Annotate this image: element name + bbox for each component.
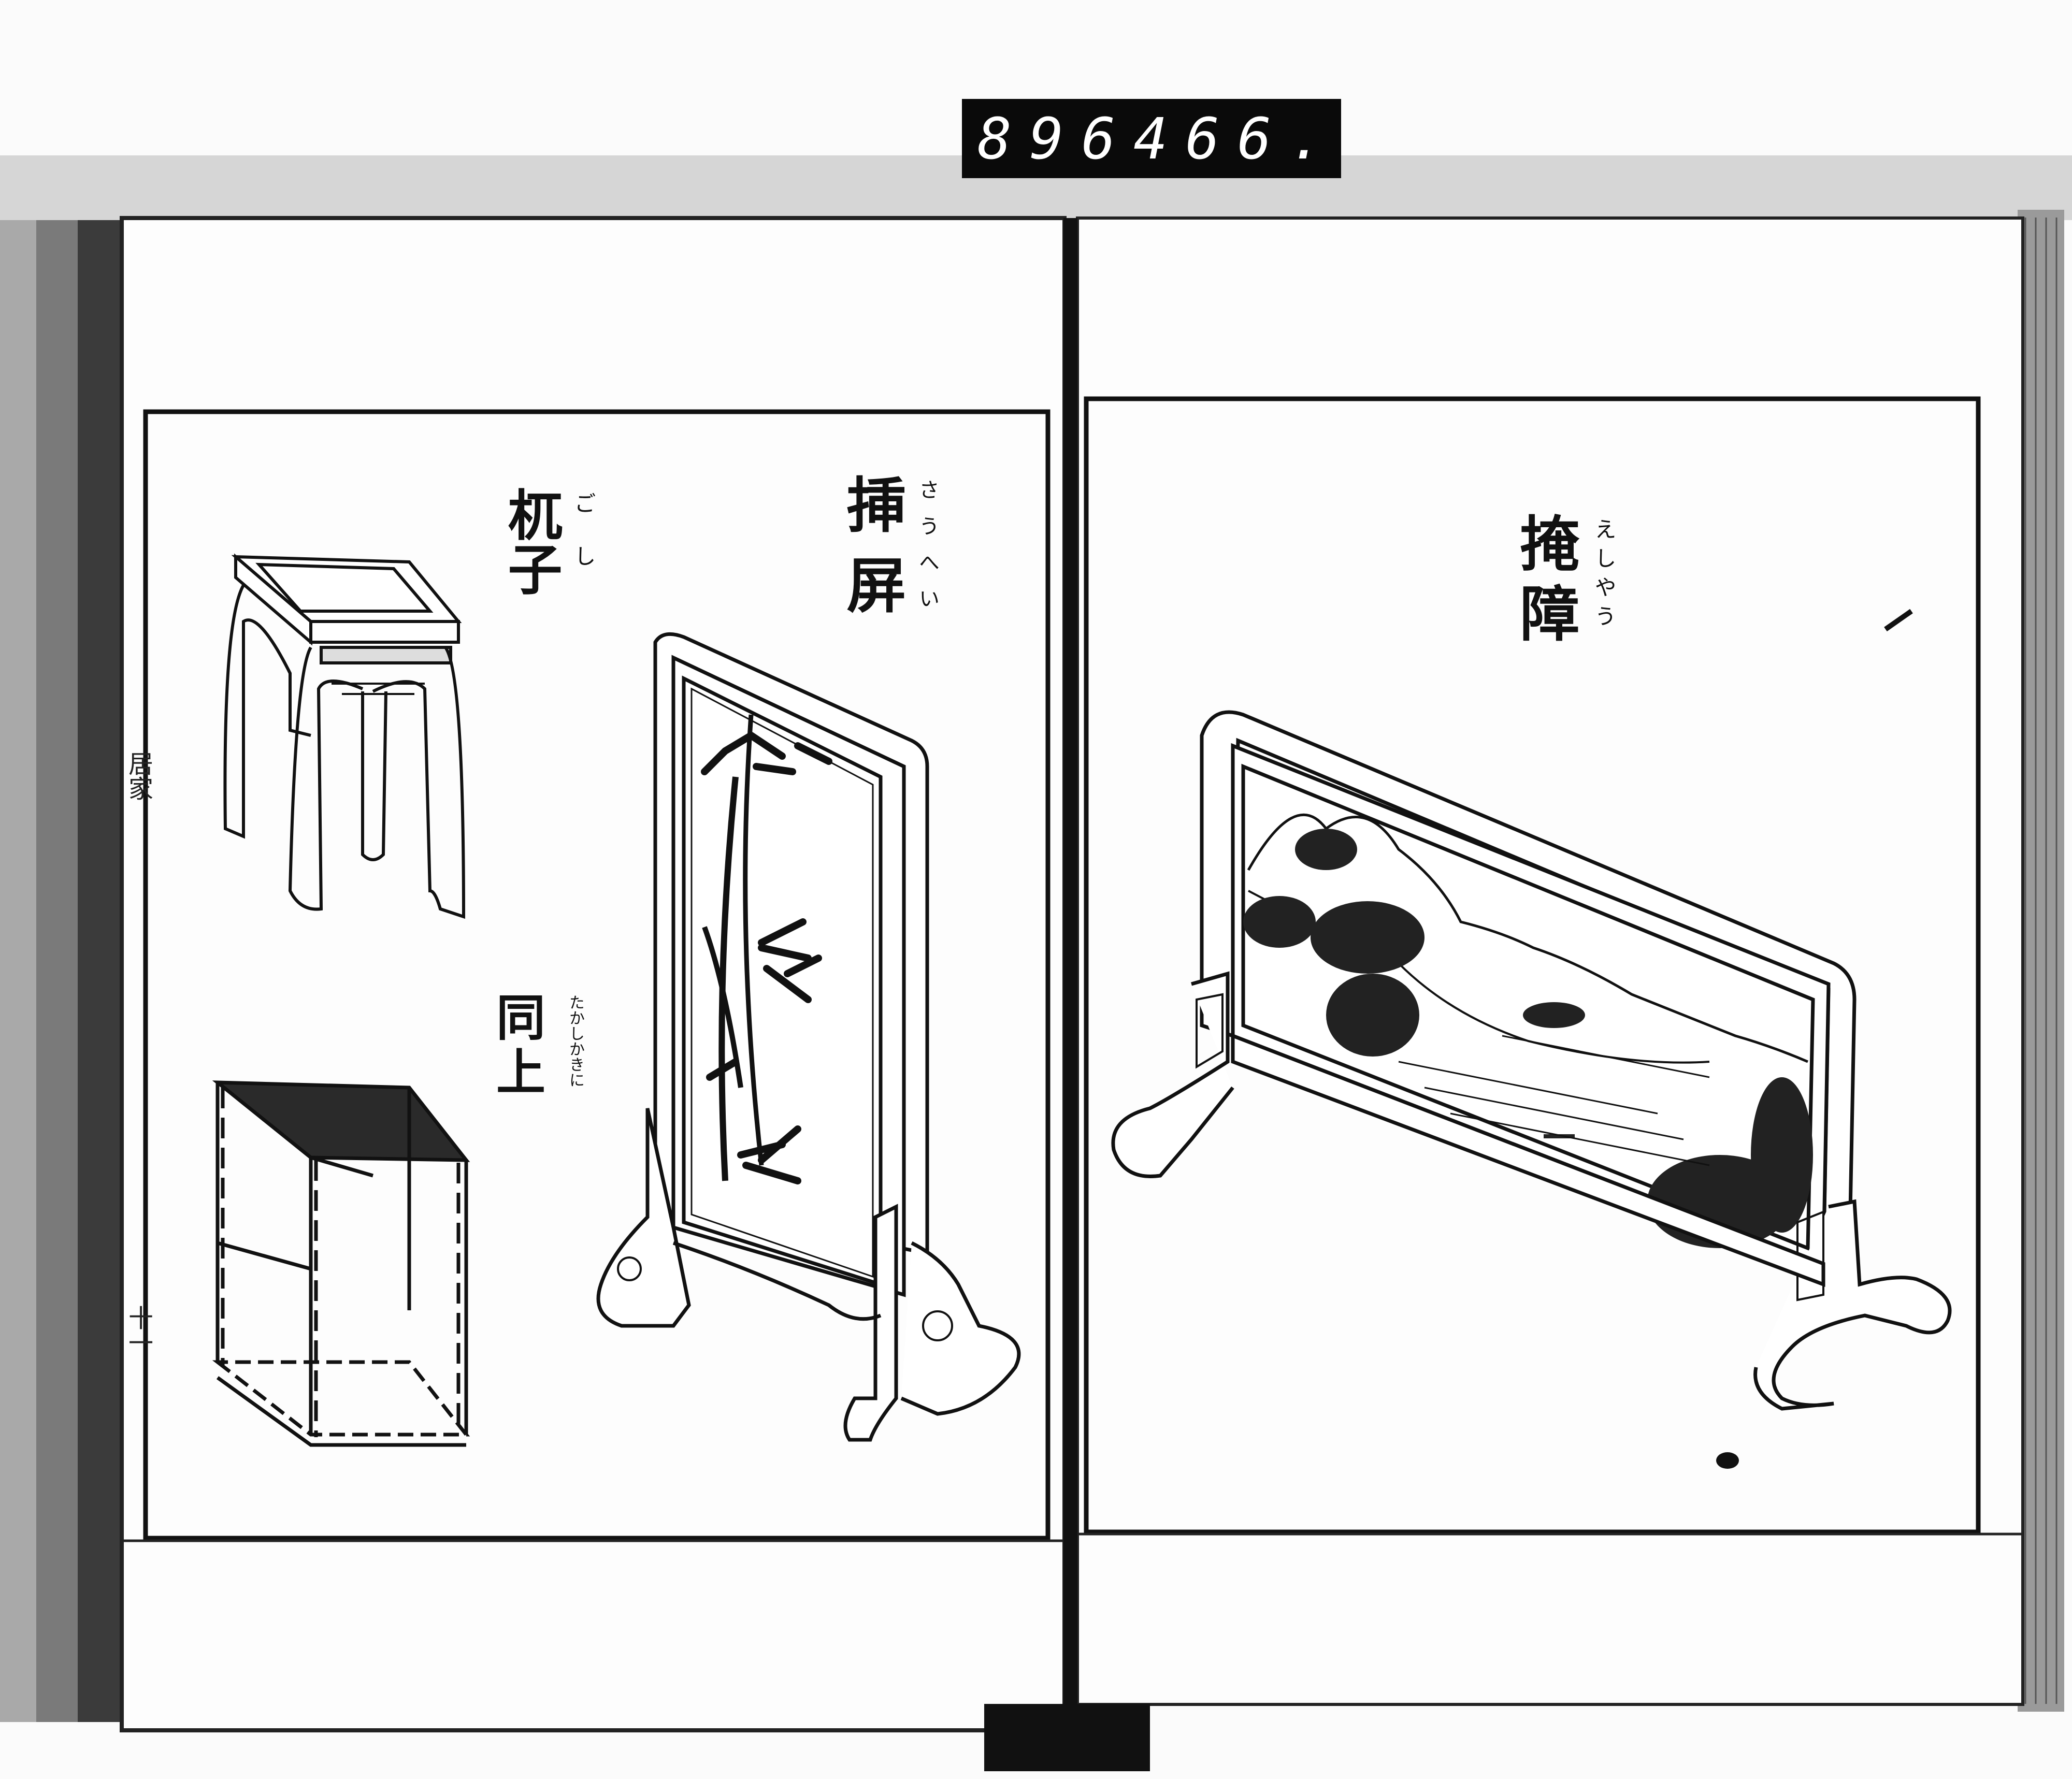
page-number: 十一 — [124, 1305, 153, 1355]
bottom-binding — [984, 1704, 1150, 1771]
caption-large-screen-reading: えしやう — [1591, 518, 1617, 634]
table-screen-illustration — [596, 632, 1021, 1442]
stool-illustration — [223, 553, 466, 919]
caption-large-screen-title: 掩障 — [1510, 513, 1580, 653]
caption-stool-reading: ごし — [571, 492, 596, 598]
caption-bamboo-stand-reading: たかしかきに — [566, 994, 584, 1088]
ink-blot — [1716, 1452, 1739, 1469]
caption-table-screen-title: 挿屏 — [837, 474, 906, 634]
caption-bamboo-stand-title: 同上 — [488, 992, 545, 1101]
ink-mark — [1884, 609, 1913, 632]
large-screen-illustration — [1111, 710, 1952, 1411]
margin-title: 居家 — [124, 751, 153, 801]
left-frame — [143, 409, 1051, 1541]
landscape-trees — [1243, 829, 1813, 1248]
gutter — [1063, 218, 1077, 1730]
caption-stool-title: 杌子 — [499, 487, 563, 596]
right-frame — [1084, 396, 1981, 1535]
bamboo-stand-illustration — [212, 1080, 470, 1447]
archive-number-label: 896 466. — [962, 99, 1341, 178]
archive-number-right: 466. — [1133, 105, 1341, 172]
archive-number-left: 896 — [977, 105, 1133, 172]
caption-table-screen-reading: さうへい — [915, 479, 939, 624]
